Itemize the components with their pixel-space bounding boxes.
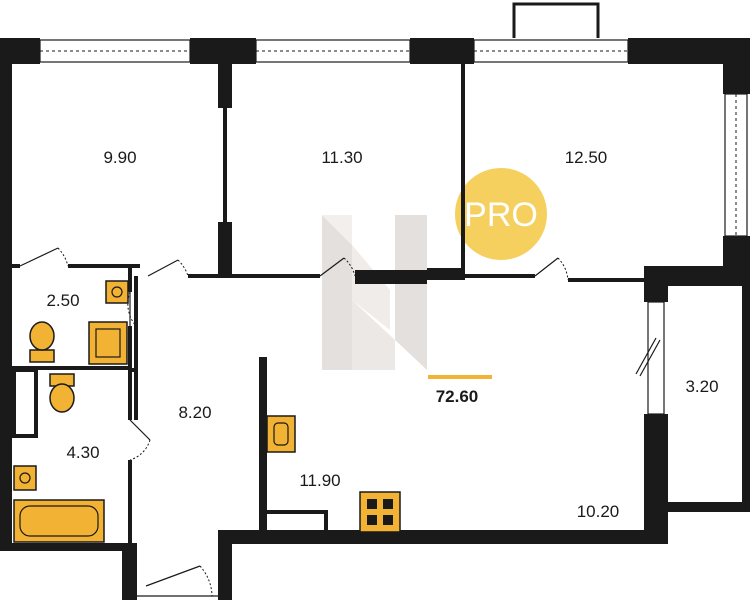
room-area-bathroom: 4.30 bbox=[66, 443, 99, 462]
room-area-wc: 2.50 bbox=[46, 291, 79, 310]
interior-walls bbox=[12, 63, 646, 543]
shower-tray bbox=[88, 321, 128, 365]
bathtub bbox=[13, 499, 105, 543]
door-bedroom-right bbox=[534, 257, 569, 281]
doors bbox=[19, 247, 661, 597]
watermark-logo bbox=[322, 215, 427, 370]
room-area-balcony: 3.20 bbox=[685, 377, 718, 396]
door-wc bbox=[127, 291, 137, 327]
balcony-frame-top bbox=[512, 2, 600, 38]
door-bedroom-middle bbox=[147, 259, 189, 277]
room-area-living: 11.90 bbox=[299, 471, 340, 490]
door-entrance bbox=[137, 565, 218, 597]
pro-badge-label: PRO bbox=[464, 196, 538, 234]
total-area: 72.60 bbox=[436, 387, 479, 406]
room-area-hallway: 8.20 bbox=[178, 403, 211, 422]
toilet-wc bbox=[29, 321, 55, 363]
door-bedroom-left bbox=[19, 247, 69, 267]
room-area-bedroom-right: 12.50 bbox=[565, 148, 608, 167]
room-area-bedroom-middle: 11.30 bbox=[321, 148, 362, 167]
door-living-corridor bbox=[319, 257, 356, 277]
fixtures bbox=[13, 280, 401, 543]
sink-wc bbox=[105, 280, 129, 304]
door-balcony bbox=[635, 337, 661, 377]
room-labels: 9.90 11.30 12.50 2.50 4.30 8.20 11.90 10… bbox=[46, 148, 718, 521]
stove bbox=[359, 491, 401, 533]
windows bbox=[39, 2, 748, 415]
sink-bathroom bbox=[13, 465, 37, 491]
window-bedroom-right bbox=[473, 39, 629, 63]
toilet-bathroom bbox=[49, 373, 75, 413]
room-area-kitchen: 10.20 bbox=[577, 502, 620, 521]
kitchen-sink bbox=[266, 415, 296, 453]
door-bathroom bbox=[129, 419, 151, 461]
exterior-walls bbox=[0, 38, 750, 600]
room-area-bedroom-left: 9.90 bbox=[103, 148, 136, 167]
pro-badge: PRO bbox=[455, 168, 547, 260]
window-bedroom-middle bbox=[255, 39, 411, 63]
window-balcony bbox=[647, 301, 665, 415]
